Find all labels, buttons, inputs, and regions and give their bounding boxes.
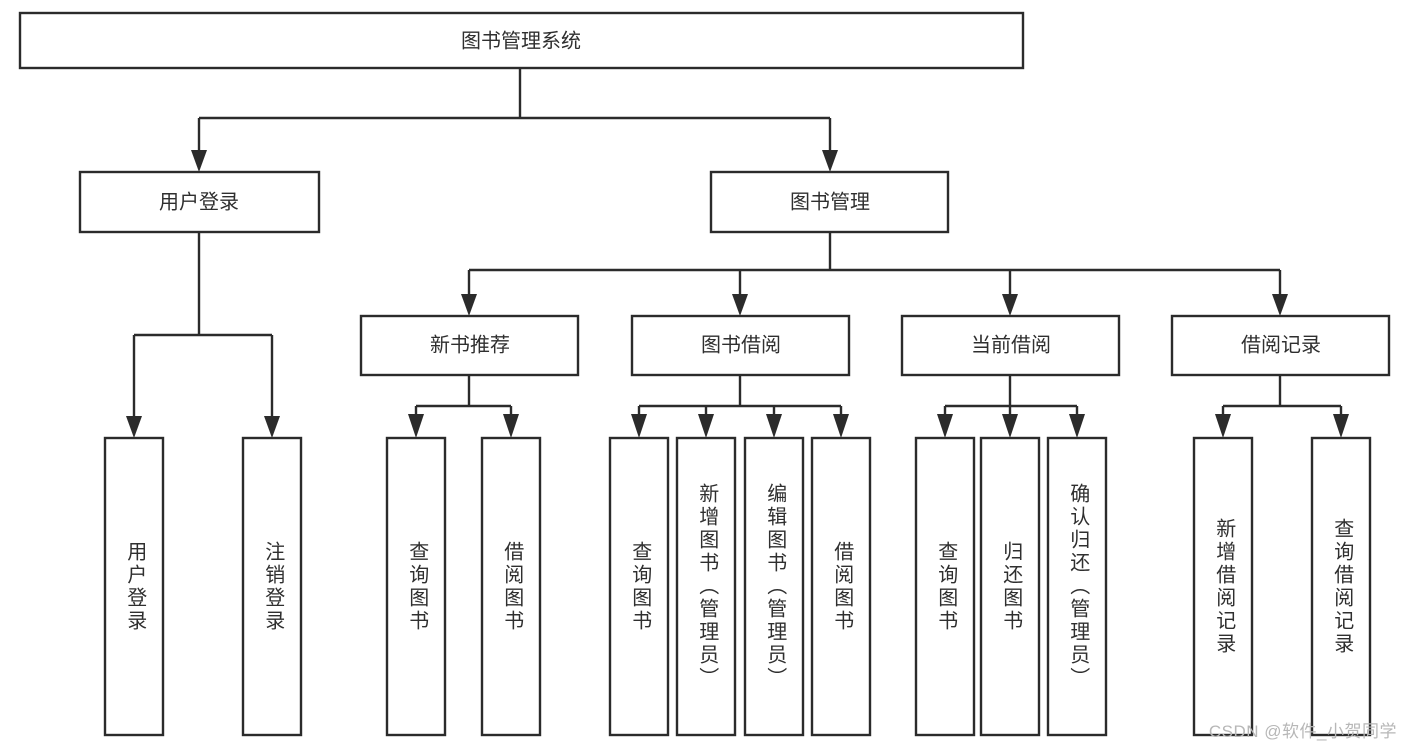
node-leaf-nbr-borrow[interactable] <box>480 436 542 737</box>
node-leaf-br-query[interactable] <box>1310 436 1372 737</box>
connector-layer <box>126 68 1349 438</box>
node-leaf-bb-add-box[interactable] <box>675 436 737 737</box>
node-leaf-nbr-borrow-box[interactable] <box>480 436 542 737</box>
node-leaf-br-add[interactable] <box>1192 436 1254 737</box>
node-new-book-rec-label: 新书推荐 <box>430 333 510 356</box>
arrow-bm-to-book-borrow <box>732 294 748 316</box>
node-leaf-nbr-query-box[interactable] <box>385 436 447 737</box>
node-root-label: 图书管理系统 <box>461 29 581 52</box>
arrow-cb-to-query-book <box>937 414 953 438</box>
node-current-borrow[interactable]: 当前借阅 <box>900 314 1121 377</box>
arrow-bb-to-add-book <box>698 414 714 438</box>
arrow-root-to-book-manage <box>822 150 838 172</box>
node-leaf-cb-return[interactable] <box>979 436 1041 737</box>
arrow-cb-to-confirm-return <box>1069 414 1085 438</box>
node-book-manage-box[interactable] <box>709 170 950 234</box>
node-leaf-cb-confirm[interactable] <box>1046 436 1108 737</box>
arrow-bm-to-new-book-rec <box>461 294 477 316</box>
arrow-root-to-user-login <box>191 150 207 172</box>
node-leaf-bb-add[interactable] <box>675 436 737 737</box>
node-user-login-box[interactable] <box>78 170 321 234</box>
node-leaf-cb-query-box[interactable] <box>914 436 976 737</box>
node-leaf-br-query-box[interactable] <box>1310 436 1372 737</box>
node-leaf-bb-edit-box[interactable] <box>743 436 805 737</box>
node-book-borrow[interactable]: 图书借阅 <box>630 314 851 377</box>
node-root-box[interactable] <box>18 11 1025 70</box>
node-leaf-cb-query[interactable] <box>914 436 976 737</box>
node-user-login[interactable]: 用户登录 <box>78 170 321 234</box>
node-leaf-bb-query-box[interactable] <box>608 436 670 737</box>
node-leaf-bb-query[interactable] <box>608 436 670 737</box>
arrow-cb-to-return-book <box>1002 414 1018 438</box>
node-new-book-rec[interactable]: 新书推荐 <box>359 314 580 377</box>
arrow-user-login-to-leaf2 <box>264 416 280 438</box>
node-leaf-user-logout-box[interactable] <box>241 436 303 737</box>
node-leaf-cb-confirm-box[interactable] <box>1046 436 1108 737</box>
node-borrow-record[interactable]: 借阅记录 <box>1170 314 1391 377</box>
node-leaf-br-add-box[interactable] <box>1192 436 1254 737</box>
arrow-bb-to-borrow-book <box>833 414 849 438</box>
node-leaf-bb-edit[interactable] <box>743 436 805 737</box>
node-current-borrow-box[interactable] <box>900 314 1121 377</box>
arrow-bb-to-edit-book <box>766 414 782 438</box>
node-leaf-nbr-query[interactable] <box>385 436 447 737</box>
node-book-borrow-box[interactable] <box>630 314 851 377</box>
node-borrow-record-box[interactable] <box>1170 314 1391 377</box>
node-user-login-label: 用户登录 <box>159 190 239 213</box>
node-leaf-user-login[interactable] <box>103 436 165 737</box>
node-book-borrow-label: 图书借阅 <box>701 333 781 356</box>
arrow-br-to-add-record <box>1215 414 1231 438</box>
node-root[interactable]: 图书管理系统 <box>18 11 1025 70</box>
node-leaf-bb-borrow-box[interactable] <box>810 436 872 737</box>
arrow-bm-to-borrow-record <box>1272 294 1288 316</box>
arrow-bb-to-query-book <box>631 414 647 438</box>
node-leaf-user-login-box[interactable] <box>103 436 165 737</box>
node-leaf-cb-return-box[interactable] <box>979 436 1041 737</box>
arrow-br-to-query-record <box>1333 414 1349 438</box>
node-leaf-bb-borrow[interactable] <box>810 436 872 737</box>
arrow-user-login-to-leaf1 <box>126 416 142 438</box>
node-new-book-rec-box[interactable] <box>359 314 580 377</box>
arrow-nbr-to-query-book <box>408 414 424 438</box>
node-leaf-user-logout[interactable] <box>241 436 303 737</box>
arrow-nbr-to-borrow-book <box>503 414 519 438</box>
node-current-borrow-label: 当前借阅 <box>971 333 1051 356</box>
arrow-bm-to-current-borrow <box>1002 294 1018 316</box>
node-borrow-record-label: 借阅记录 <box>1241 333 1321 356</box>
node-book-manage[interactable]: 图书管理 <box>709 170 950 234</box>
node-book-manage-label: 图书管理 <box>790 190 870 213</box>
